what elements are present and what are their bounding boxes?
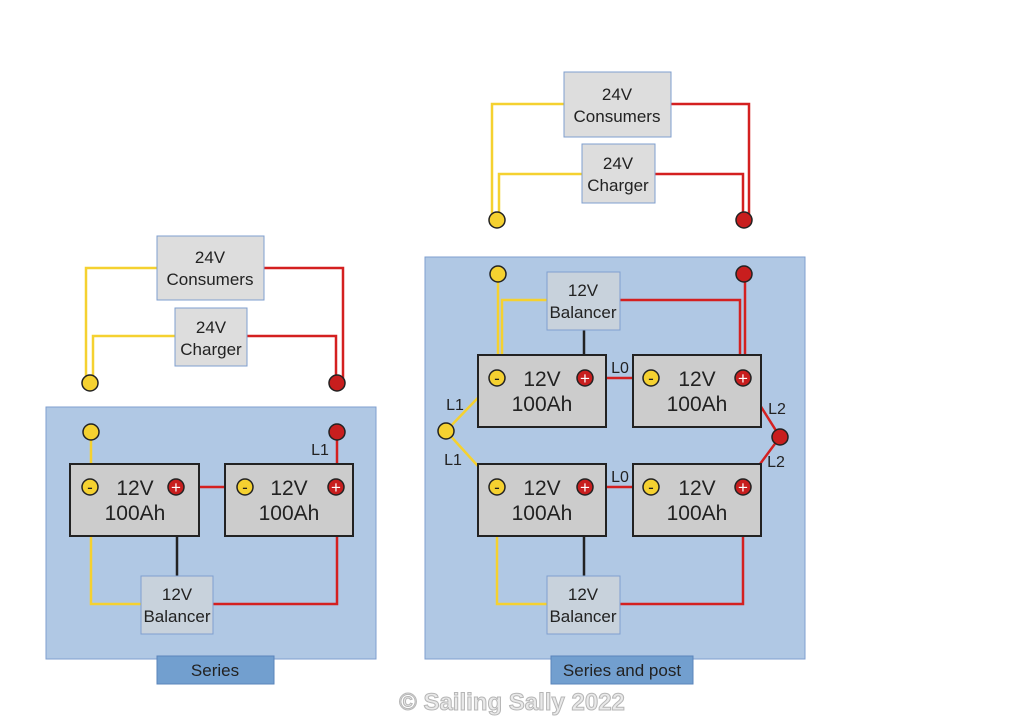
svg-text:100Ah: 100Ah [667, 393, 728, 416]
svg-text:+: + [738, 369, 748, 388]
right-battery-terminals: - + - + - + - + [488, 369, 752, 497]
svg-text:Balancer: Balancer [143, 607, 210, 626]
left-caption: Series [156, 655, 275, 685]
svg-text:-: - [648, 369, 654, 388]
left-consumers-box: 24V Consumers [156, 235, 265, 301]
svg-text:100Ah: 100Ah [105, 502, 166, 525]
svg-text:+: + [331, 478, 341, 497]
left-charger-box: 24V Charger [174, 307, 248, 367]
svg-text:100Ah: 100Ah [512, 393, 573, 416]
svg-text:12V: 12V [523, 368, 560, 391]
left-balancer: 12V Balancer [140, 575, 214, 635]
right-battery-top-right: 12V 100Ah [632, 354, 762, 428]
svg-text:24V: 24V [602, 85, 633, 104]
left-bank-positive-terminal [328, 423, 346, 441]
left-l1-label: L1 [311, 442, 329, 459]
svg-text:12V: 12V [678, 477, 715, 500]
right-battery-top-left: 12V 100Ah [477, 354, 607, 428]
watermark: © Sailing Sally 2022 [399, 689, 625, 716]
svg-text:Consumers: Consumers [167, 270, 254, 289]
svg-text:-: - [242, 478, 248, 497]
svg-text:12V: 12V [162, 585, 193, 604]
l2-label-top: L2 [768, 401, 786, 418]
svg-text:-: - [648, 478, 654, 497]
left-load-positive-terminal [328, 374, 346, 392]
svg-text:+: + [580, 369, 590, 388]
l0-label-top: L0 [611, 360, 629, 377]
right-consumers-box: 24V Consumers [563, 71, 672, 138]
svg-text:-: - [87, 478, 93, 497]
negative-post [437, 422, 455, 440]
svg-text:24V: 24V [603, 154, 634, 173]
svg-text:+: + [171, 478, 181, 497]
svg-text:12V: 12V [568, 585, 599, 604]
svg-text:Series: Series [191, 661, 239, 680]
right-battery-bottom-left: 12V 100Ah [477, 463, 607, 537]
left-battery-terminals: - + - + [81, 478, 345, 497]
svg-text:-: - [494, 369, 500, 388]
svg-text:100Ah: 100Ah [667, 502, 728, 525]
svg-text:12V: 12V [523, 477, 560, 500]
positive-post [771, 428, 789, 446]
right-load-negative-terminal [488, 211, 506, 229]
svg-text:-: - [494, 478, 500, 497]
right-load-positive-terminal [735, 211, 753, 229]
right-battery-bottom-right: 12V 100Ah [632, 463, 762, 537]
svg-text:12V: 12V [116, 477, 153, 500]
right-top-balancer: 12V Balancer [546, 271, 621, 331]
l1-label-bottom: L1 [444, 452, 462, 469]
right-bank-negative-terminal [489, 265, 507, 283]
right-charger-box: 24V Charger [581, 143, 656, 204]
l2-label-bottom: L2 [767, 454, 785, 471]
svg-text:Series and post: Series and post [563, 661, 681, 680]
left-battery-2: 12V 100Ah [224, 463, 354, 537]
l1-label-top: L1 [446, 397, 464, 414]
svg-text:12V: 12V [568, 281, 599, 300]
svg-text:Consumers: Consumers [574, 107, 661, 126]
svg-text:Charger: Charger [587, 176, 649, 195]
svg-text:24V: 24V [195, 248, 226, 267]
left-bank-negative-terminal [82, 423, 100, 441]
svg-text:Charger: Charger [180, 340, 242, 359]
svg-text:Balancer: Balancer [549, 607, 616, 626]
svg-text:24V: 24V [196, 318, 227, 337]
svg-text:Balancer: Balancer [549, 303, 616, 322]
right-bottom-balancer: 12V Balancer [546, 575, 621, 635]
svg-text:100Ah: 100Ah [512, 502, 573, 525]
svg-text:100Ah: 100Ah [259, 502, 320, 525]
right-bank-positive-terminal [735, 265, 753, 283]
svg-text:12V: 12V [678, 368, 715, 391]
right-caption: Series and post [550, 655, 694, 685]
l0-label-bottom: L0 [611, 469, 629, 486]
left-load-negative-terminal [81, 374, 99, 392]
svg-text:+: + [580, 478, 590, 497]
svg-text:12V: 12V [270, 477, 307, 500]
left-battery-1: 12V 100Ah [69, 463, 200, 537]
svg-text:+: + [738, 478, 748, 497]
